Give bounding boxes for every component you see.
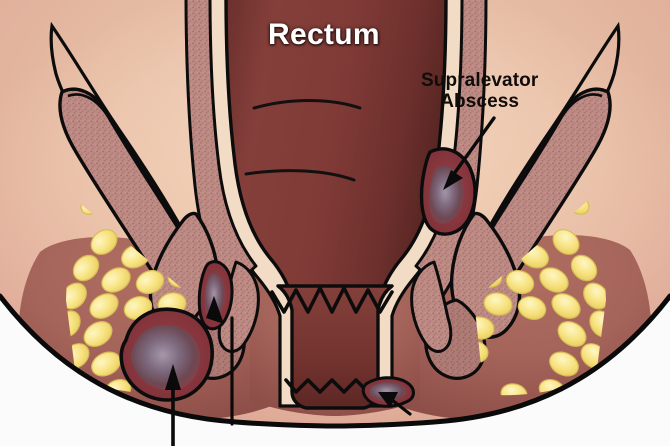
intersphincteric-abscess <box>197 260 234 331</box>
perianal-abscess-core <box>369 382 407 401</box>
intersphincteric-abscess-core <box>204 272 225 319</box>
intersphincteric-arrow-head <box>206 296 224 324</box>
perianal-arrow-shaft <box>390 398 412 416</box>
internal-sphincter-right <box>410 260 453 353</box>
supralevator-arrow-shaft <box>449 116 496 180</box>
dentate-line <box>270 286 394 314</box>
perianal-arrow-head <box>378 392 398 408</box>
body-outline <box>0 293 670 429</box>
levator-ani-muscle-right <box>410 21 621 380</box>
ischiorectal-abscess-core <box>130 324 201 391</box>
rectal-fold-lower <box>244 169 356 182</box>
ischiorectal-abscess <box>119 307 214 402</box>
levator-right-upper-lip <box>488 93 603 233</box>
rectal-fold-upper <box>252 99 362 110</box>
ischiorectal-arrow-head <box>165 364 181 390</box>
perianal-abscess <box>361 376 415 408</box>
pointer-arrows <box>165 116 496 446</box>
levator-left-upper-lip <box>67 93 182 233</box>
supralevator-abscess <box>419 147 477 236</box>
anal-canal <box>276 284 394 410</box>
supralevator-arrow-head <box>443 170 463 190</box>
